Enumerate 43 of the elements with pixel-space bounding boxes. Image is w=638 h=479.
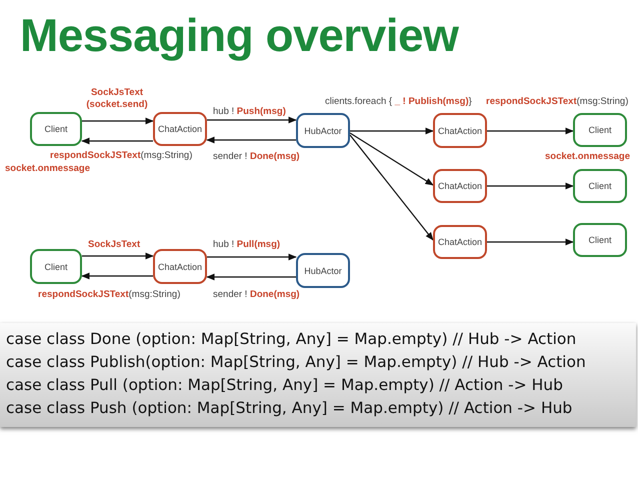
edge-label: respondSockJSText(msg:String) [50, 150, 192, 162]
code-line: case class Publish(option: Map[String, Any] = Map.empty) // Hub -> Action [6, 352, 587, 373]
arrow [487, 182, 574, 190]
arrow [206, 136, 296, 144]
actor-box: ChatAction [433, 113, 487, 148]
edge-label: sender ! Done(msg) [213, 289, 300, 301]
arrow [81, 138, 153, 144]
slide-title: Messaging overview [20, 8, 458, 62]
edge-label: clients.foreach { _ ! Publish(msg)} [325, 96, 472, 108]
event-label: socket.onmessage [5, 163, 90, 175]
actor-box: Client [573, 113, 627, 147]
arrow [207, 116, 297, 124]
actor-box: Client [573, 169, 627, 203]
edge-label: respondSockJSText(msg:String) [38, 289, 180, 301]
arrow [82, 118, 154, 124]
edge-label: hub ! Pull(msg) [213, 239, 280, 251]
actor-box: Client [30, 249, 82, 284]
arrow [487, 128, 574, 134]
code-line: case class Done (option: Map[String, Any] = Map.empty) // Hub -> Action [6, 329, 578, 350]
actor-box: ChatAction [153, 249, 207, 284]
arrow [350, 132, 434, 186]
actor-box: ChatAction [153, 112, 207, 146]
actor-box: ChatAction [433, 225, 487, 259]
actor-box: Client [573, 223, 627, 257]
actor-box: ChatAction [433, 169, 487, 203]
arrow [350, 134, 434, 241]
arrow [207, 254, 297, 260]
edge-label: SockJsText [88, 239, 140, 251]
actor-box: HubActor [296, 113, 350, 148]
edge-label: SockJsText (socket.send) [85, 87, 149, 111]
code-line: case class Push (option: Map[String, Any] = Map.empty) // Action -> Hub [6, 398, 574, 419]
arrow [81, 272, 153, 280]
edge-label: respondSockJSText(msg:String) [486, 96, 628, 108]
code-line: case class Pull (option: Map[String, Any] = Map.empty) // Action -> Hub [6, 375, 564, 396]
edge-label: hub ! Push(msg) [213, 106, 286, 118]
actor-box: HubActor [296, 253, 350, 288]
arrow [82, 252, 154, 260]
actor-box: Client [30, 112, 82, 146]
arrow [206, 274, 296, 280]
arrow [487, 238, 574, 246]
edge-label: sender ! Done(msg) [213, 151, 300, 163]
event-label: socket.onmessage [545, 151, 630, 163]
arrow [350, 128, 434, 134]
